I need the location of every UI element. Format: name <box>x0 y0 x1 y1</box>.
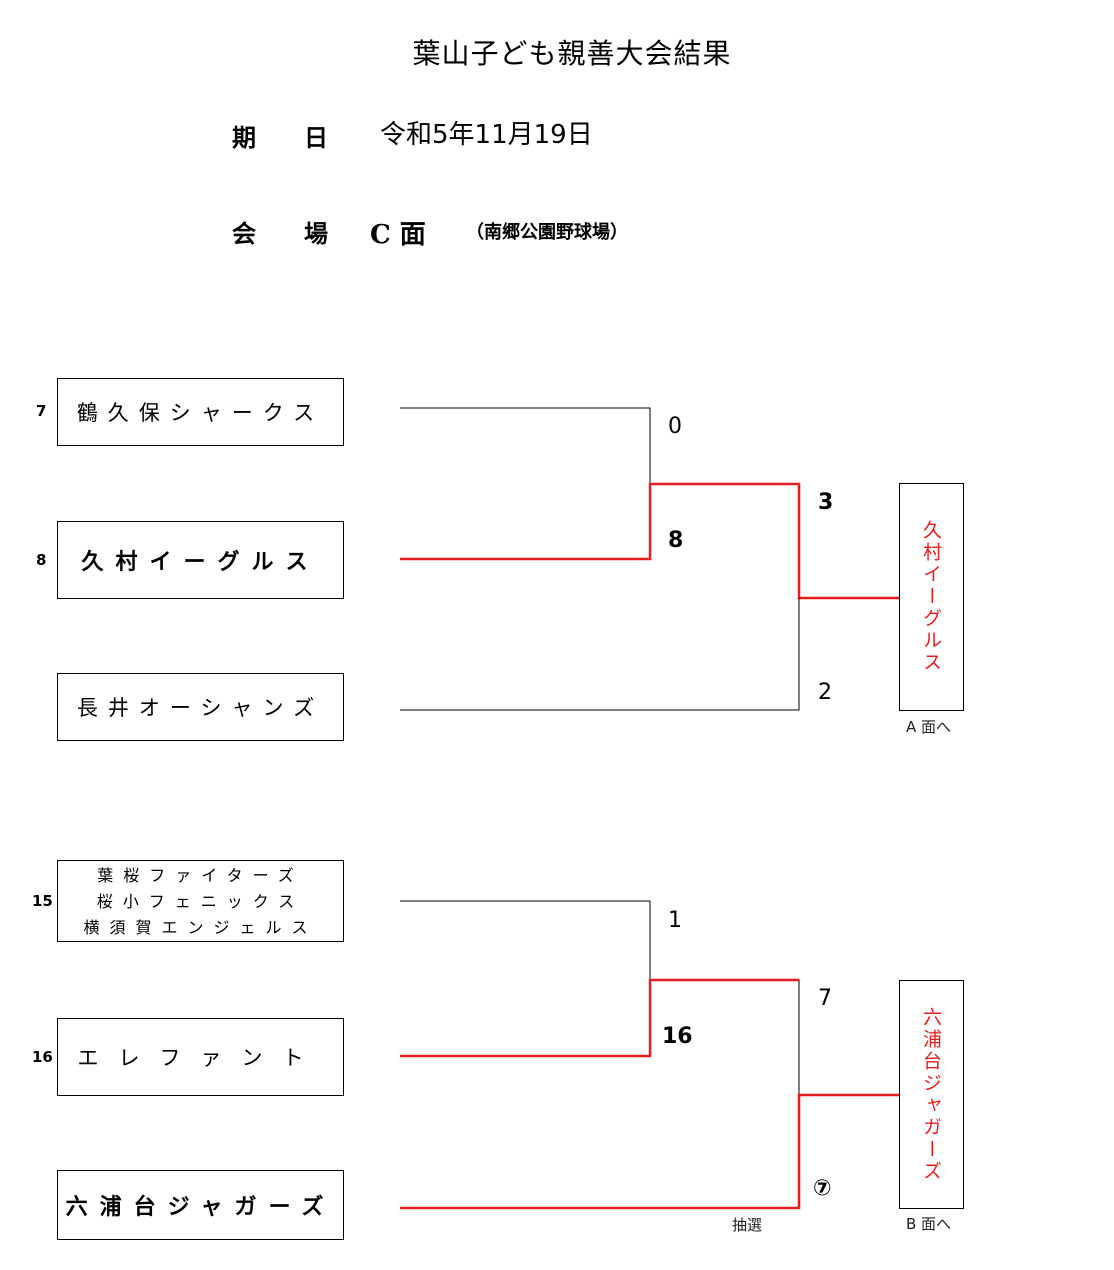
score-b1-r2-bottom: 2 <box>818 680 832 705</box>
score-b1-r2-top: 3 <box>818 490 834 515</box>
score-b1-r1-top: 0 <box>668 414 682 439</box>
next-court-b: B 面へ <box>906 1215 952 1233</box>
date-label: 期 日 <box>232 124 328 152</box>
score-b2-r1-top: 1 <box>668 908 682 933</box>
team-name: 六浦台ジャガーズ <box>65 1195 336 1220</box>
page-title: 葉山子ども親善大会結果 <box>412 37 732 70</box>
team-name-sakurasho: 桜小フェニックス <box>96 892 305 911</box>
team-name-yokosuka: 横須賀エンジェルス <box>83 918 318 937</box>
team-name: 長井オーシャンズ <box>76 696 325 720</box>
line-b1-team1 <box>400 407 651 484</box>
team-name: 鶴久保シャークス <box>76 401 325 425</box>
team-name: 久村イーグルス <box>81 550 320 575</box>
score-b1-r1-bottom: 8 <box>668 528 684 553</box>
team-box-kumura: 久村イーグルス <box>57 521 344 599</box>
score-b2-r2-top: 7 <box>818 986 832 1011</box>
line-b1-team2 <box>400 482 899 600</box>
winner-name: 久村イーグルス <box>920 520 942 674</box>
seed-8: 8 <box>36 551 47 569</box>
team-box-tsurukubo: 鶴久保シャークス <box>57 378 344 446</box>
team-box-group: 葉桜ファイターズ 桜小フェニックス 横須賀エンジェルス <box>57 860 344 942</box>
winner-box-a: 久村イーグルス <box>899 483 964 711</box>
seed-16: 16 <box>32 1048 53 1066</box>
seed-7: 7 <box>36 402 47 420</box>
score-b2-r2-bottom: ⑦ <box>813 1176 832 1201</box>
seed-15: 15 <box>32 892 53 910</box>
team-box-mutsuuradai: 六浦台ジャガーズ <box>57 1170 344 1240</box>
team-name: エレファント <box>77 1046 324 1070</box>
team-name-hazakura: 葉桜ファイターズ <box>97 866 304 885</box>
team-box-nagai: 長井オーシャンズ <box>57 673 344 741</box>
winner-name: 六浦台ジャガーズ <box>920 1006 942 1183</box>
team-box-elephant: エレファント <box>57 1018 344 1096</box>
line-b1-team3 <box>400 598 800 711</box>
score-b2-r1-bottom: 16 <box>662 1024 693 1049</box>
lottery-note: 抽選 <box>732 1216 763 1234</box>
winner-box-b: 六浦台ジャガーズ <box>899 980 964 1209</box>
date-value: 令和5年11月19日 <box>380 120 593 150</box>
next-court-a: A 面へ <box>906 718 952 736</box>
court-name: C 面 <box>370 220 426 250</box>
venue-label: 会 場 <box>232 220 328 248</box>
line-b2-team1 <box>400 900 651 980</box>
line-b2-team3 <box>400 1093 899 1210</box>
venue-name: （南郷公園野球場） <box>466 222 628 243</box>
line-b2-team2 <box>400 978 799 1058</box>
